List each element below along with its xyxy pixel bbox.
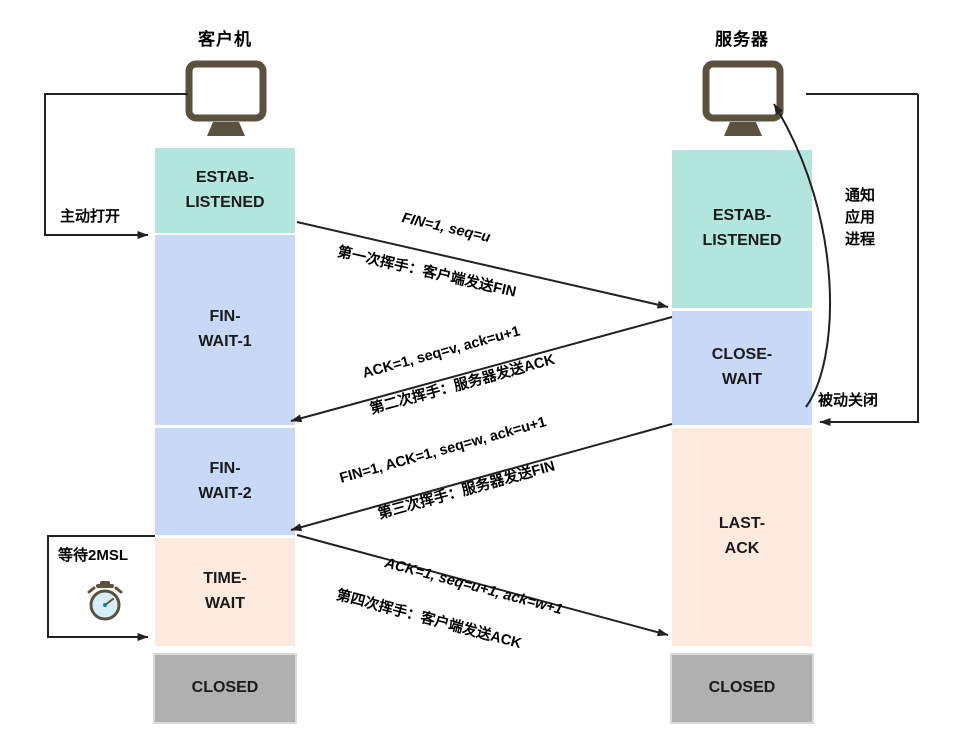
client-column-title: 客户机 — [198, 30, 252, 49]
stopwatch-icon — [82, 578, 128, 629]
state-line: TIME- — [203, 570, 247, 588]
client-state-established: ESTAB- LISTENED — [155, 148, 295, 233]
state-line: LAST- — [718, 515, 766, 533]
active-open-label: 主动打开 — [60, 208, 121, 225]
passive-close-label: 被动关闭 — [818, 392, 879, 409]
client-state-time-wait: TIME- WAIT — [155, 538, 295, 646]
client-state-closed: CLOSED — [153, 653, 297, 724]
state-line: ACK — [724, 540, 760, 557]
wait-2msl-label: 等待2MSL — [58, 547, 129, 564]
notify-app-line: 通知 — [845, 187, 876, 204]
handshake-1-caption: 第一次挥手：客户端发送FIN — [335, 244, 518, 301]
server-state-established: ESTAB- LISTENED — [672, 150, 812, 308]
server-state-close-wait: CLOSE- WAIT — [672, 311, 812, 425]
server-monitor-icon — [702, 60, 784, 147]
state-line: ESTAB- — [195, 168, 255, 186]
state-line: FIN- — [209, 459, 241, 477]
notify-app-label: 通知 应用 进程 — [845, 185, 875, 250]
state-line: WAIT — [205, 595, 245, 612]
client-state-fin-wait-1: FIN- WAIT-1 — [155, 235, 295, 425]
state-line: LISTENED — [185, 193, 265, 211]
notify-app-line: 应用 — [845, 208, 876, 226]
state-line: LISTENED — [702, 232, 782, 249]
state-line: ESTAB- — [712, 207, 772, 225]
server-column-title: 服务器 — [715, 30, 769, 49]
client-state-fin-wait-2: FIN- WAIT-2 — [155, 428, 295, 535]
server-state-closed: CLOSED — [670, 653, 814, 724]
state-line: WAIT — [722, 371, 762, 388]
state-line: FIN- — [209, 308, 241, 326]
state-line: CLOSE- — [711, 346, 773, 364]
state-line: CLOSED — [708, 679, 776, 697]
passive-close-path — [819, 94, 919, 426]
state-line: WAIT-2 — [198, 484, 252, 502]
handshake-1-flags: FIN=1, seq=u — [400, 210, 492, 246]
server-state-last-ack: LAST- ACK — [672, 428, 812, 646]
state-line: WAIT-1 — [198, 333, 252, 350]
state-line: CLOSED — [191, 679, 259, 697]
client-monitor-icon — [185, 60, 267, 147]
notify-app-line: 进程 — [845, 230, 876, 248]
